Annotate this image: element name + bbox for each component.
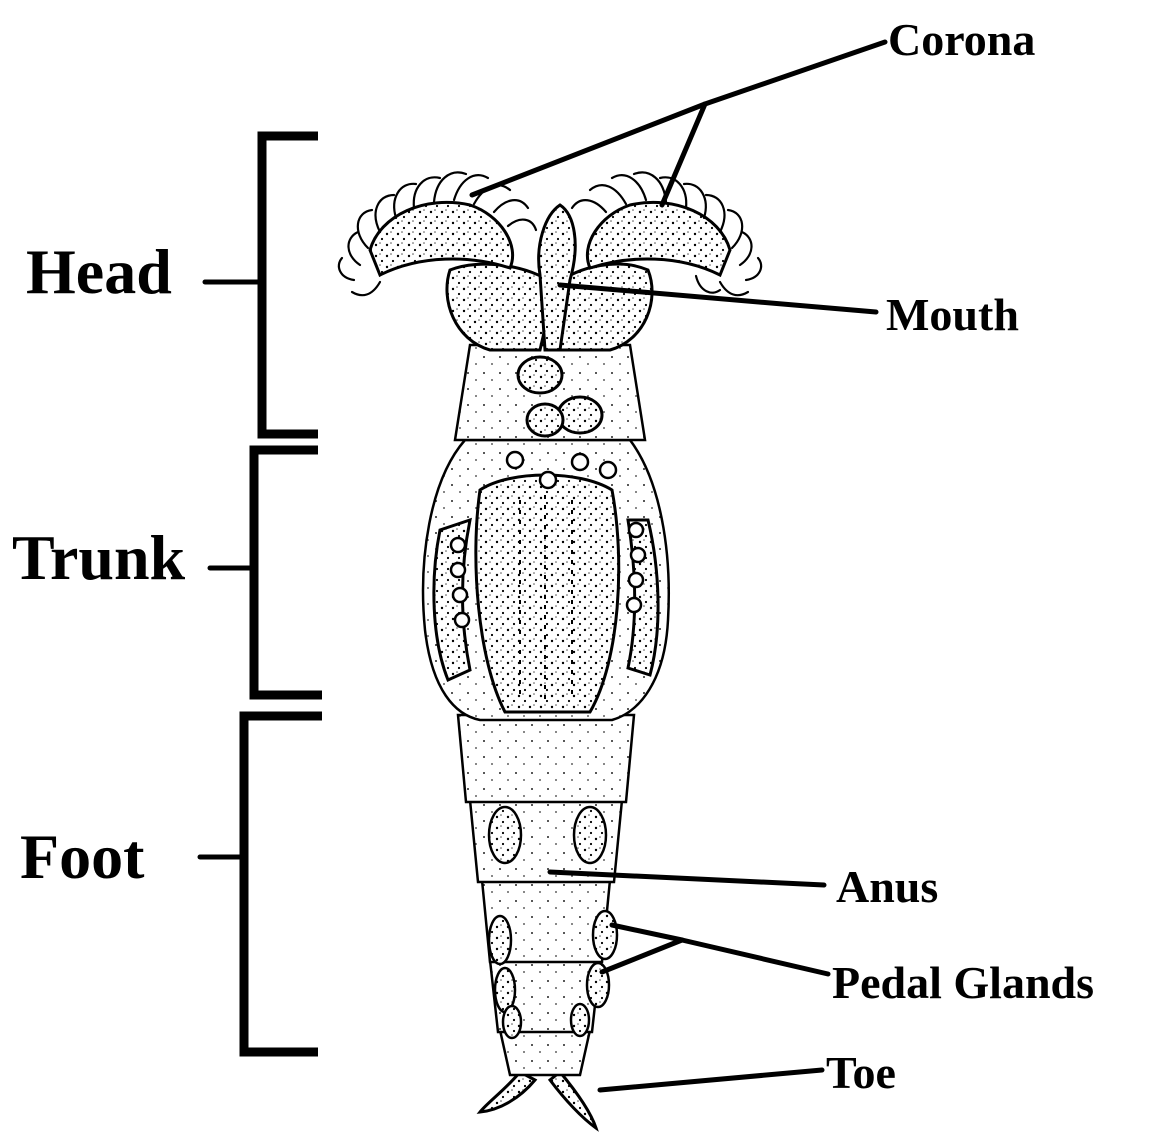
rotifer-illustration <box>339 172 761 1128</box>
trunk-bracket <box>210 450 322 695</box>
corona-label: Corona <box>888 14 1035 65</box>
toe-label: Toe <box>826 1047 896 1098</box>
pedal-glands-label: Pedal Glands <box>832 957 1094 1008</box>
toe-leader <box>600 1070 822 1090</box>
pedal-glands-leader <box>602 925 828 974</box>
mouth-label: Mouth <box>886 289 1019 340</box>
foot-bracket <box>200 716 322 1052</box>
corona-leader <box>472 42 885 205</box>
head-label: Head <box>26 236 172 307</box>
anus-label: Anus <box>836 861 938 912</box>
trunk-label: Trunk <box>12 522 186 593</box>
foot-label: Foot <box>20 821 145 892</box>
head-bracket <box>205 136 318 434</box>
